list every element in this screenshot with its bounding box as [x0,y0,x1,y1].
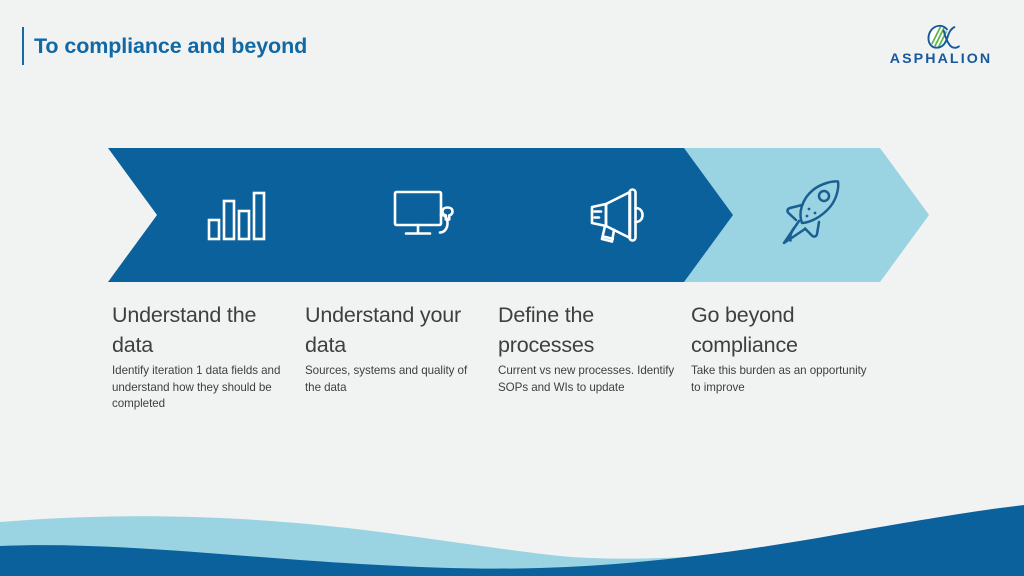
monitor-icon [300,148,545,282]
page-title: To compliance and beyond [34,34,308,58]
asphalion-logo: ASPHALION [884,22,996,70]
step-body: Take this burden as an opportunity to im… [691,364,867,394]
step-body: Current vs new processes. Identify SOPs … [498,364,675,394]
process-chevron-band [0,148,1024,282]
footer-wave-decoration [0,490,1024,576]
step-body: Identify iteration 1 data fields and und… [112,364,281,410]
bar-chart-icon [108,148,353,282]
alpha-symbol-icon [927,24,960,49]
step-column-1: Understand the data Identify iteration 1… [112,300,292,413]
step-column-3: Define the processes Current vs new proc… [498,300,678,396]
step-column-4: Go beyond compliance Take this burden as… [691,300,871,396]
step-heading: Understand the data [112,303,257,357]
logo-wordmark: ASPHALION [889,51,993,67]
slide-header: To compliance and beyond [22,27,307,65]
step-text-columns: Understand the data Identify iteration 1… [0,300,1024,460]
step-column-2: Understand your data Sources, systems an… [305,300,485,396]
rocket-icon [684,148,929,282]
step-heading: Understand your data [305,303,461,357]
megaphone-icon [492,148,737,282]
wave-dark-shape [0,505,1024,576]
step-heading: Go beyond compliance [691,303,798,357]
step-body: Sources, systems and quality of the data [305,364,468,394]
step-heading: Define the processes [498,303,595,357]
title-accent-rule [22,27,24,65]
